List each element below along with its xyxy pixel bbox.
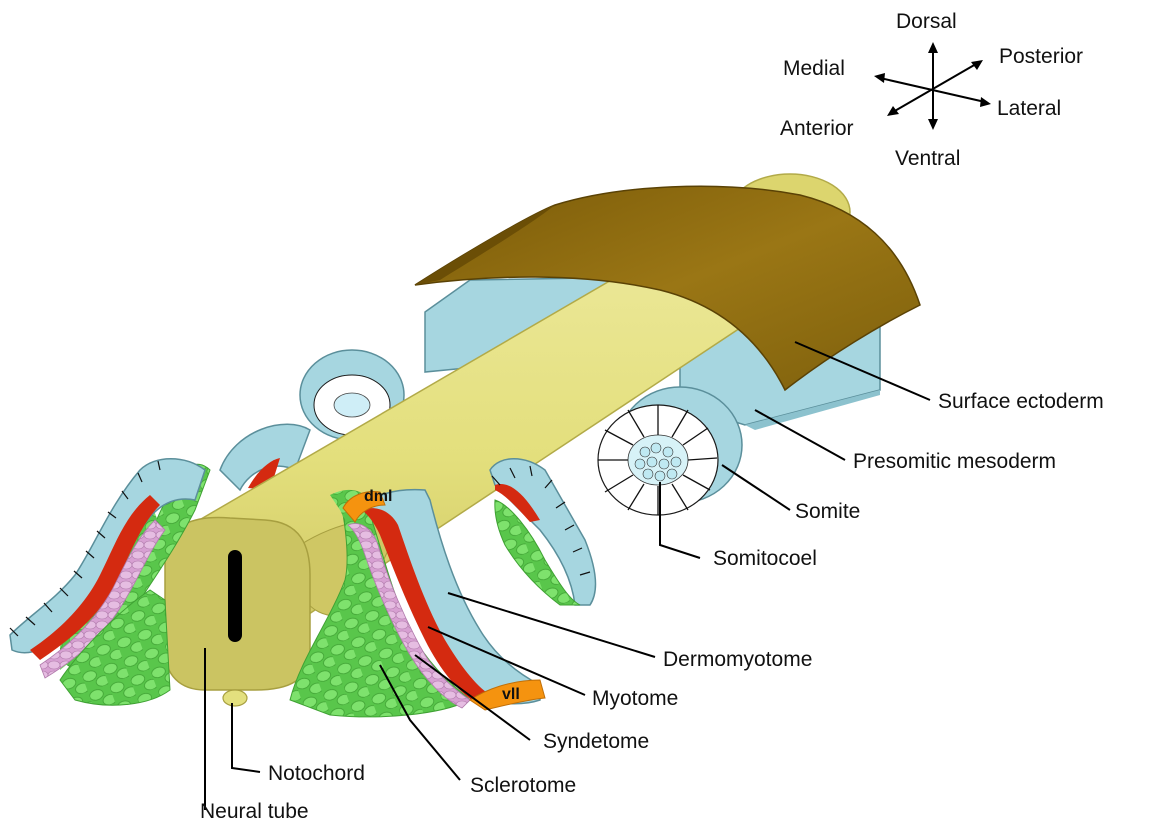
posterior-label: Posterior [999,45,1083,68]
myotome-label: Myotome [592,687,678,710]
dml-label: dml [364,488,392,505]
presomitic-mesoderm-label: Presomitic mesoderm [853,450,1056,473]
right-dermomyotome [490,459,595,605]
neural-tube-label: Neural tube [200,800,309,823]
surface-ectoderm-label: Surface ectoderm [938,390,1104,413]
somitocoel-label: Somitocoel [713,547,817,570]
notochord-label: Notochord [268,762,365,785]
vll-label: vll [502,686,520,703]
ventral-label: Ventral [895,147,960,170]
syndetome-label: Syndetome [543,730,649,753]
lateral-label: Lateral [997,97,1061,120]
dorsal-label: Dorsal [896,10,957,33]
anterior-label: Anterior [780,117,854,140]
sclerotome-label: Sclerotome [470,774,576,797]
somite-label: Somite [795,500,860,523]
orientation-compass: Dorsal Ventral Medial Lateral Anterior P… [780,10,1083,170]
dermomyotome-label: Dermomyotome [663,648,812,671]
neural-canal [228,550,242,642]
medial-label: Medial [783,57,845,80]
notochord [223,690,247,706]
